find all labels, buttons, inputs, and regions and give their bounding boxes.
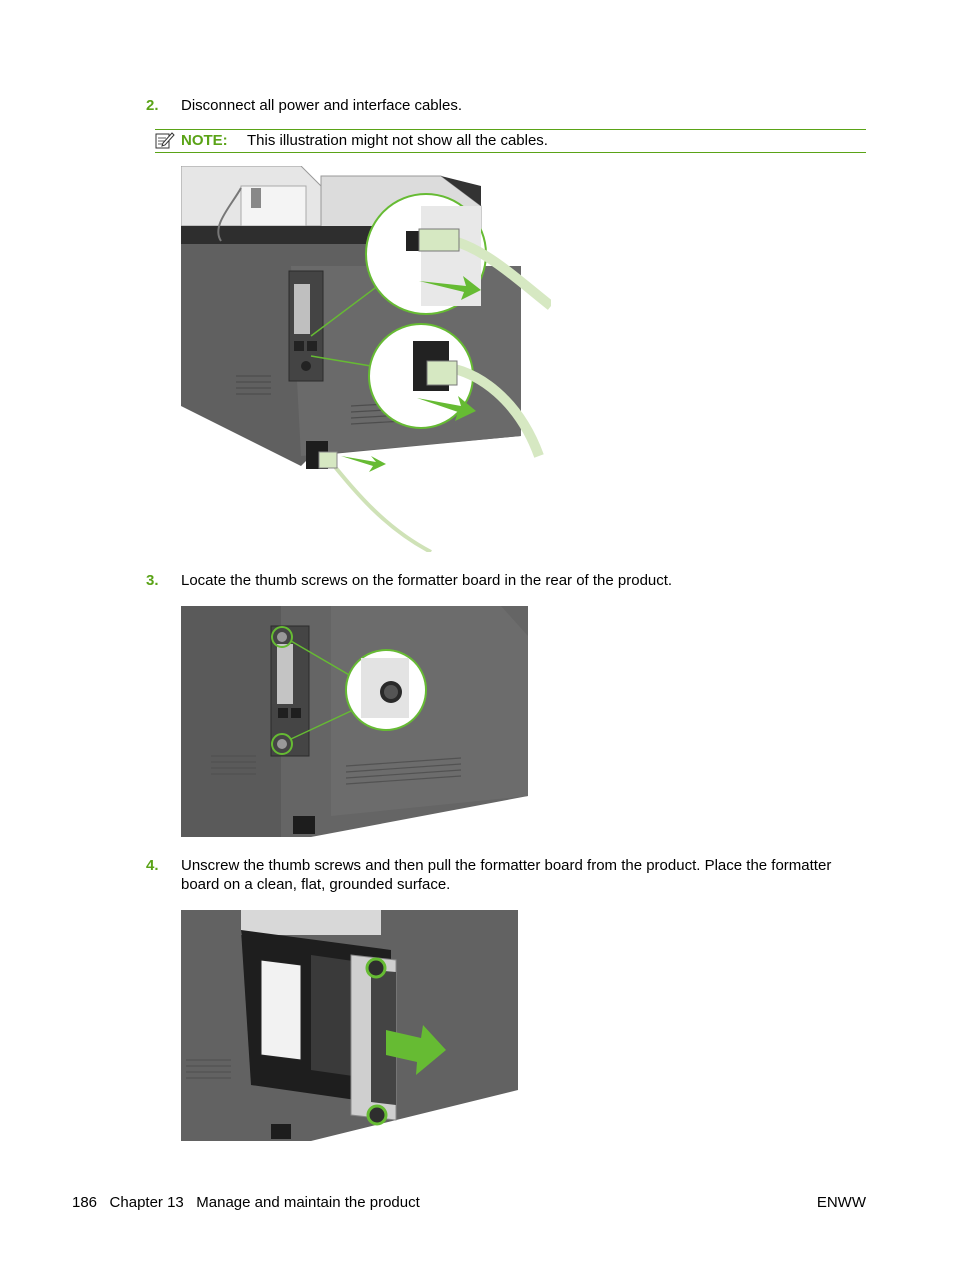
footer-left: 186 Chapter 13 Manage and maintain the p… (72, 1194, 420, 1211)
note-pencil-icon (155, 132, 175, 149)
figure-disconnect-cables (181, 166, 551, 552)
step-text: Unscrew the thumb screws and then pull t… (181, 857, 832, 893)
footer-right: ENWW (816, 1194, 866, 1211)
chapter-title: Manage and maintain the product (196, 1194, 420, 1211)
note-box: NOTE: This illustration might not show a… (155, 129, 866, 153)
note-text: This illustration might not show all the… (247, 132, 548, 149)
figure-pull-formatter (181, 910, 518, 1141)
step-text: Locate the thumb screws on the formatter… (181, 572, 673, 589)
step-number: 2. (146, 97, 159, 114)
figure-thumb-screws (181, 606, 528, 837)
note-label: NOTE: (181, 132, 228, 149)
chapter-label: Chapter 13 (109, 1194, 184, 1211)
step-number: 4. (146, 857, 159, 874)
step-text: Disconnect all power and interface cable… (181, 97, 462, 114)
page-number: 186 (72, 1194, 98, 1211)
step-number: 3. (146, 572, 159, 589)
